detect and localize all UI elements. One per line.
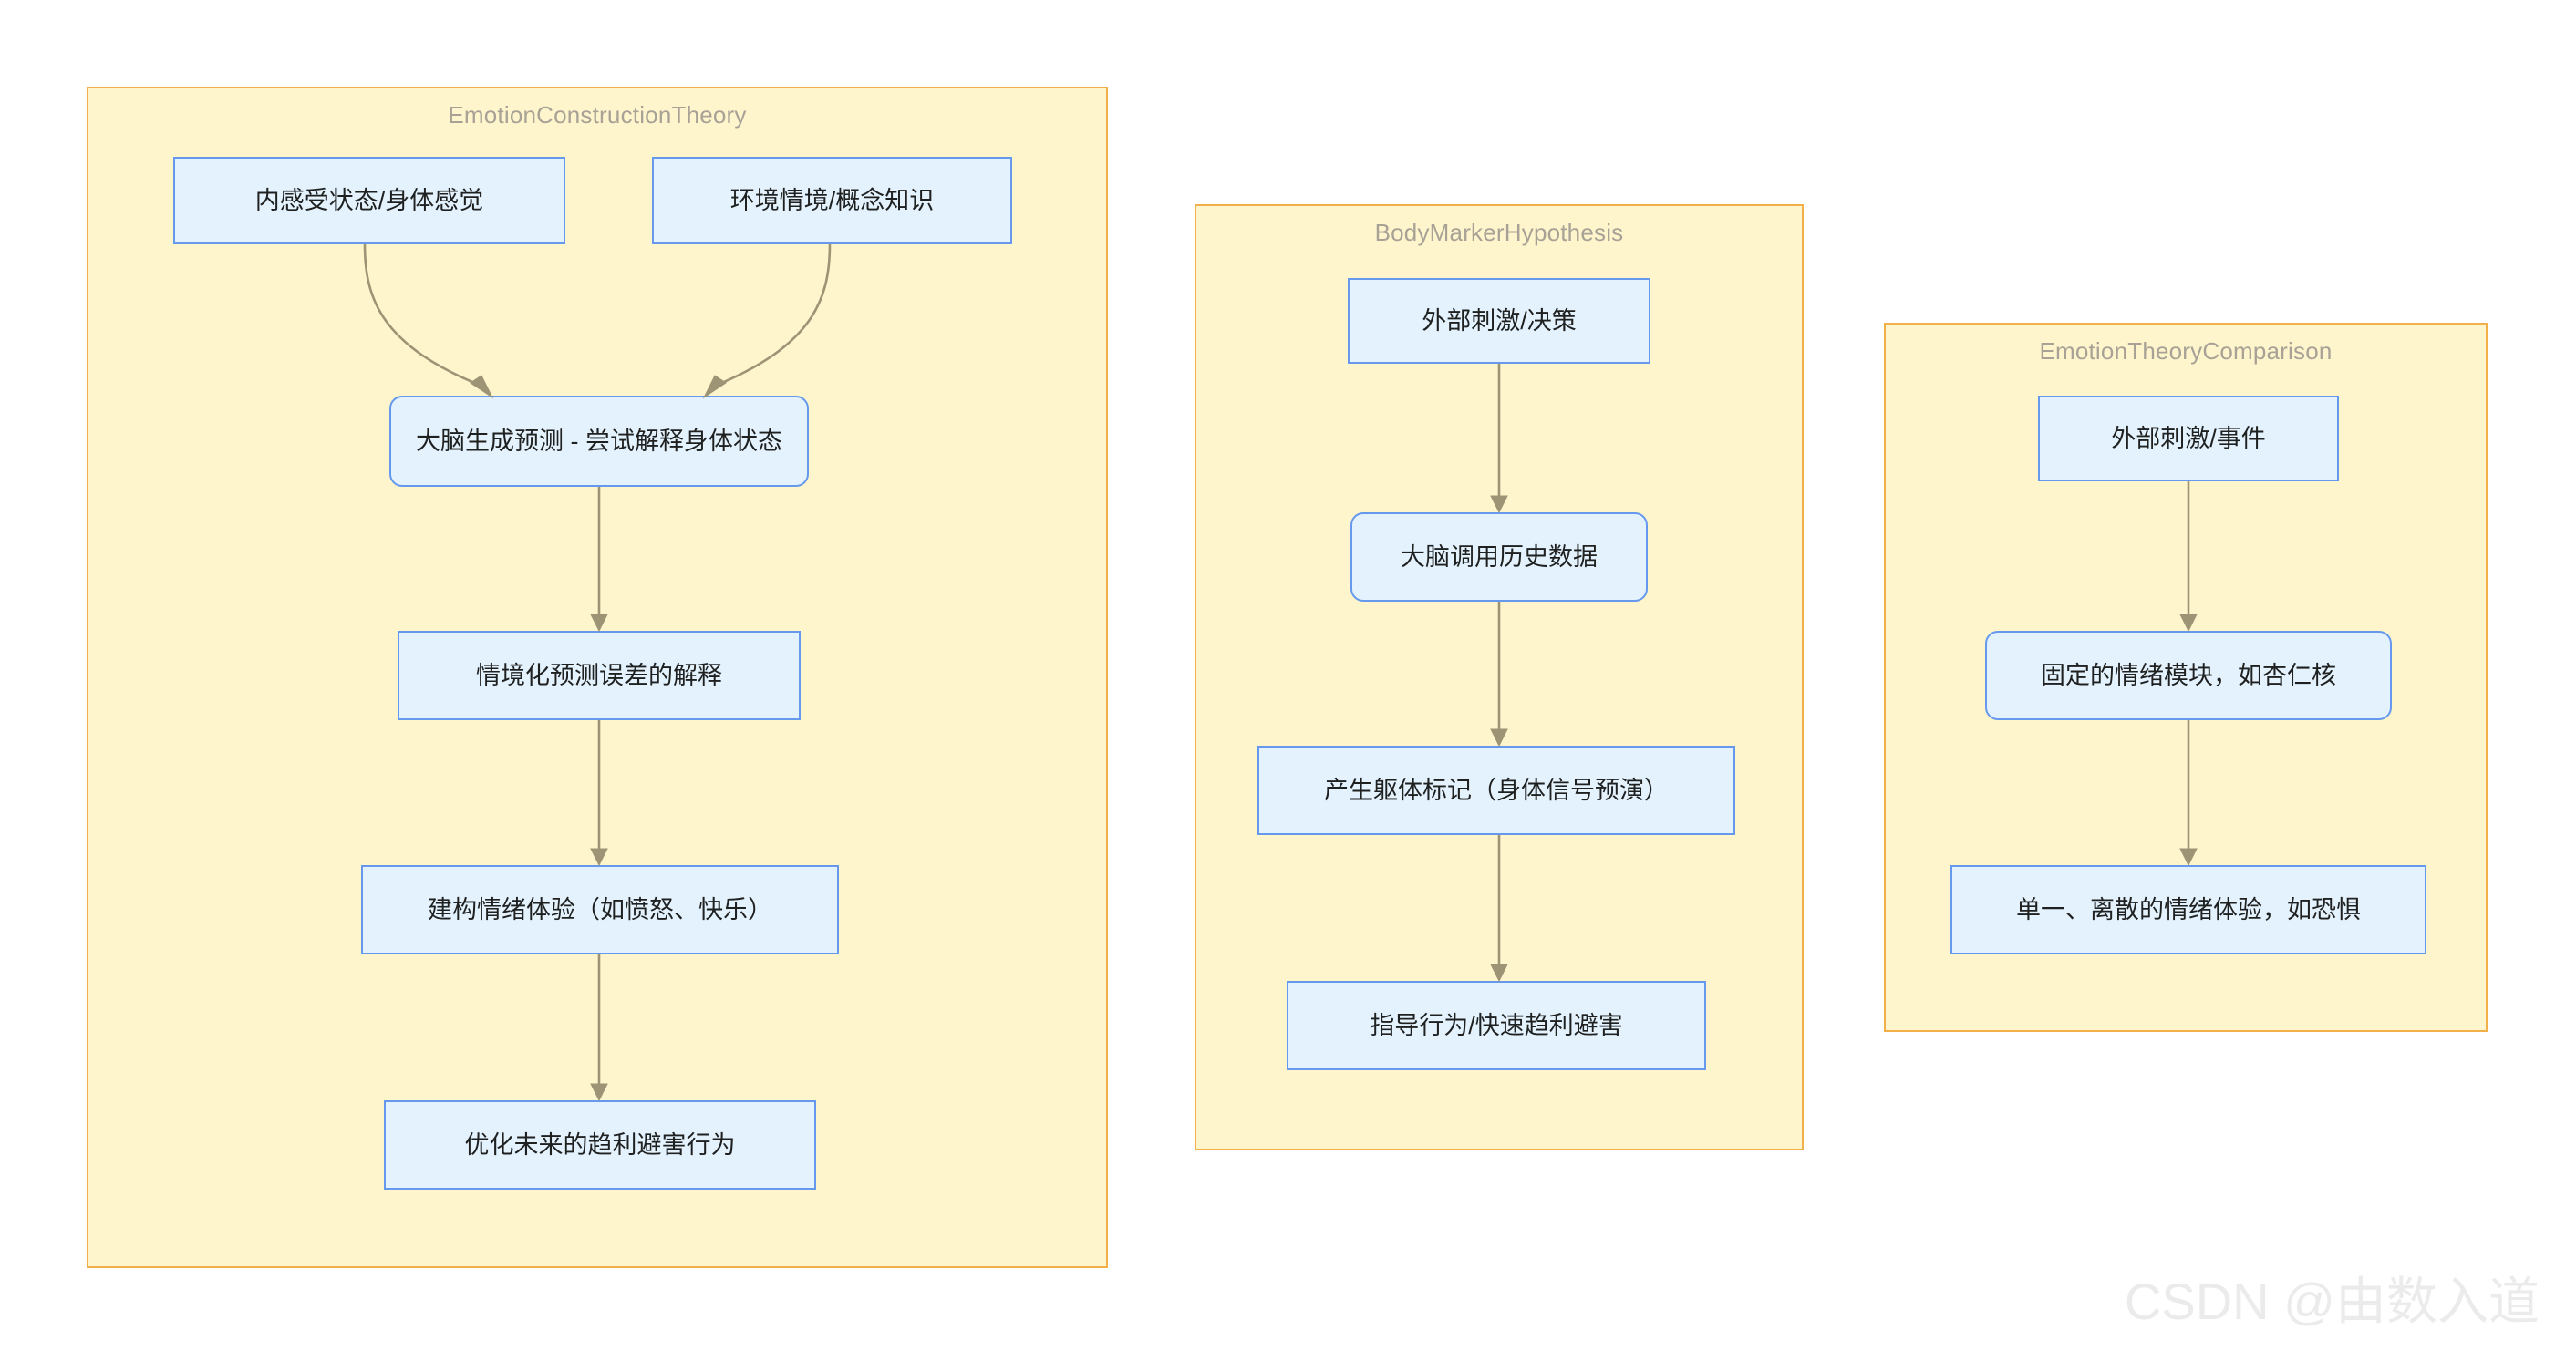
subgraph-title-emotion-construction-theory: EmotionConstructionTheory [448,101,747,129]
node-discrete-emotion-experience[interactable]: 单一、离散的情绪体验，如恐惧 [1950,865,2426,954]
node-interoceptive-state[interactable]: 内感受状态/身体感觉 [173,157,565,244]
node-contextualized-prediction-error[interactable]: 情境化预测误差的解释 [398,631,801,720]
node-somatic-marker-generated[interactable]: 产生躯体标记（身体信号预演） [1257,746,1735,835]
node-brain-recalls-history[interactable]: 大脑调用历史数据 [1350,512,1648,602]
node-optimize-future-behavior[interactable]: 优化未来的趋利避害行为 [384,1100,816,1190]
subgraph-title-emotion-theory-comparison: EmotionTheoryComparison [2039,337,2333,365]
node-fixed-emotion-module[interactable]: 固定的情绪模块，如杏仁核 [1985,631,2392,720]
csdn-watermark: CSDN @由数入道 [2124,1273,2540,1330]
node-external-stimulus-event[interactable]: 外部刺激/事件 [2038,396,2339,481]
node-external-stimulus-decision[interactable]: 外部刺激/决策 [1348,278,1650,364]
node-construct-emotion-experience[interactable]: 建构情绪体验（如愤怒、快乐） [361,865,839,954]
node-guide-behavior-fast[interactable]: 指导行为/快速趋利避害 [1287,981,1706,1070]
subgraph-title-body-marker-hypothesis: BodyMarkerHypothesis [1374,219,1624,246]
node-brain-generates-prediction[interactable]: 大脑生成预测 - 尝试解释身体状态 [389,396,809,487]
node-environment-context[interactable]: 环境情境/概念知识 [652,157,1012,244]
